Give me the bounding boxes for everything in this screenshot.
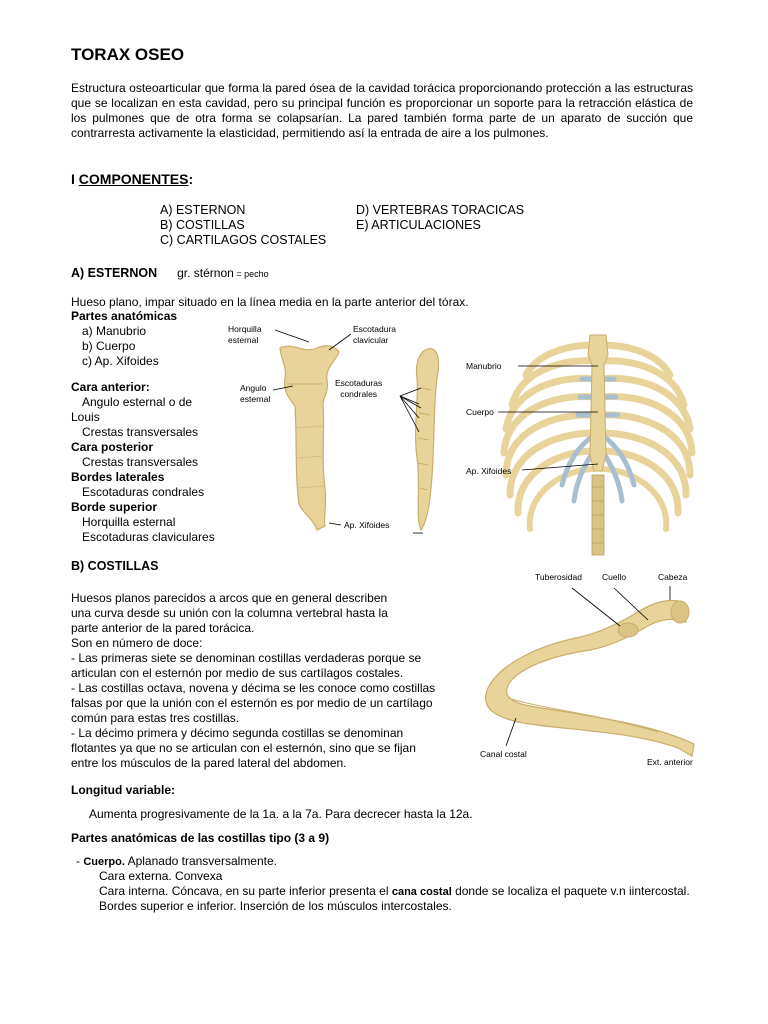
costillas-heading: B) COSTILLAS [71, 559, 159, 573]
partes-tipo-dash: - [76, 854, 84, 868]
componentes-item: C) CARTILAGOS COSTALES [160, 233, 327, 247]
partes-heading: Partes anatómicas [71, 309, 178, 323]
rib-illustration [485, 586, 695, 757]
label-line: condrales [340, 389, 378, 399]
label-line: Escotaduras [335, 378, 383, 388]
label-line: Horquilla [228, 324, 262, 334]
esternon-heading: A) ESTERNON [71, 266, 158, 280]
label-angulo-esternal: Angulo esternal [240, 383, 270, 405]
cara-anterior-item: Crestas transversales [82, 425, 199, 439]
label-line: esternal [228, 335, 259, 345]
costillas-line: falsas por que la unión con el esternón … [71, 696, 433, 710]
longitud-text: Aumenta progresivamente de la 1a. a la 7… [89, 807, 473, 821]
label-tuberosidad: Tuberosidad [535, 572, 582, 582]
thorax-illustration [498, 334, 696, 556]
costillas-line: - La décimo primera y décimo segunda cos… [71, 726, 404, 740]
partes-tipo-heading: Partes anatómicas de las costillas tipo … [71, 831, 330, 845]
componentes-prefix: I [71, 171, 79, 187]
label-cuello: Cuello [602, 572, 627, 582]
componentes-colon: : [188, 171, 194, 187]
partes-tipo-cuerpo: - Cuerpo. Aplanado transversalmente. [76, 854, 277, 870]
cara-posterior-heading: Cara posterior [71, 440, 154, 454]
partes-item: c) Ap. Xifoides [82, 354, 159, 368]
partes-tipo-bordes: Bordes superior e inferior. Inserción de… [99, 899, 452, 913]
borde-superior-item: Horquilla esternal [82, 515, 176, 529]
cana-costal: cana costal [391, 886, 452, 898]
costillas-line: articulan con el esternón por medio de s… [71, 666, 404, 680]
costillas-line: flotantes ya que no se articulan con el … [71, 741, 416, 755]
costillas-line: parte anterior de la pared torácica. [71, 621, 255, 635]
costillas-line: Son en número de doce: [71, 636, 203, 650]
componentes-list-left: A) ESTERNON B) COSTILLAS C) CARTILAGOS C… [160, 203, 326, 248]
cara-anterior-heading: Cara anterior: [71, 380, 150, 394]
cara-posterior-item: Crestas transversales [82, 455, 199, 469]
longitud-heading: Longitud variable: [71, 783, 176, 797]
page-title: TORAX OSEO [71, 45, 185, 64]
bordes-laterales-heading: Bordes laterales [71, 470, 165, 484]
label-canal-costal: Canal costal [480, 749, 527, 759]
cara-anterior-item: Angulo esternal o de [82, 395, 193, 409]
thorax-sternum [587, 334, 609, 472]
label-ext-anterior: Ext. anterior [647, 757, 693, 767]
sternum-illustration [272, 329, 440, 534]
costillas-line: común para estas tres costillas. [71, 711, 240, 725]
componentes-item: A) ESTERNON [160, 203, 246, 217]
label-cabeza: Cabeza [658, 572, 688, 582]
label-cuerpo: Cuerpo [466, 407, 494, 417]
borde-superior-item: Escotaduras claviculares [82, 530, 215, 544]
esternon-etymology: gr. stérnon [177, 266, 234, 280]
costillas-line: - Las primeras siete se denominan costil… [71, 651, 422, 665]
partes-item: b) Cuerpo [82, 339, 136, 353]
partes-tipo-cuerpo-text: Aplanado transversalmente. [124, 854, 277, 868]
label-escotaduras-condrales: Escotaduras condrales [335, 378, 382, 400]
esternon-etymology-eq: = [233, 269, 245, 279]
partes-item: a) Manubrio [82, 324, 147, 338]
label-escotadura-clavicular: Escotadura clavicular [353, 324, 396, 346]
cara-interna-pre: Cara interna. Cóncava, en su parte infer… [99, 884, 392, 898]
partes-list: a) Manubrio b) Cuerpo c) Ap. Xifoides [82, 324, 159, 369]
componentes-heading: I COMPONENTES: [71, 171, 193, 188]
costillas-text: Huesos planos parecidos a arcos que en g… [71, 591, 466, 771]
cara-interna-post: donde se localiza el paquete v.n iinterc… [451, 884, 690, 898]
componentes-item: E) ARTICULACIONES [356, 218, 481, 232]
cara-anterior-item-cont: Louis [71, 410, 100, 424]
label-horquilla-esternal: Horquilla esternal [228, 324, 262, 346]
componentes-item: D) VERTEBRAS TORACICAS [356, 203, 525, 217]
costillas-line: - Las costillas octava, novena y décima … [71, 681, 436, 695]
bordes-laterales-item: Escotaduras condrales [82, 485, 205, 499]
label-ap-xifoides-sternum: Ap. Xifoides [344, 520, 390, 530]
esternon-heading-line: A) ESTERNON gr. stérnon = pecho [71, 264, 269, 282]
costillas-line: una curva desde su unión con la columna … [71, 606, 388, 620]
componentes-list-right: D) VERTEBRAS TORACICAS E) ARTICULACIONES [356, 203, 524, 233]
label-line: clavicular [353, 335, 389, 345]
intro-paragraph: Estructura osteoarticular que forma la p… [71, 81, 693, 140]
costillas-line: Huesos planos parecidos a arcos que en g… [71, 591, 388, 605]
partes-tipo-cara-interna: Cara interna. Cóncava, en su parte infer… [99, 884, 690, 900]
costillas-line: entre los músculos de la pared lateral d… [71, 756, 347, 770]
partes-tipo-cara-externa: Cara externa. Convexa [99, 869, 223, 883]
label-manubrio: Manubrio [466, 361, 502, 371]
label-line: Angulo [240, 383, 267, 393]
componentes-item: B) COSTILLAS [160, 218, 245, 232]
partes-tipo-cuerpo-label: Cuerpo. [83, 856, 125, 868]
rib-bone [485, 599, 695, 757]
label-line: Escotadura [353, 324, 396, 334]
label-ap-xifoides-thorax: Ap. Xifoides [466, 466, 512, 476]
esternon-description: Hueso plano, impar situado en la línea m… [71, 295, 469, 309]
sternum-anterior-bone [279, 345, 340, 531]
esternon-etymology-meaning: pecho [244, 269, 269, 279]
borde-superior-heading: Borde superior [71, 500, 158, 514]
label-line: esternal [240, 394, 271, 404]
componentes-heading-text: COMPONENTES [78, 171, 189, 187]
